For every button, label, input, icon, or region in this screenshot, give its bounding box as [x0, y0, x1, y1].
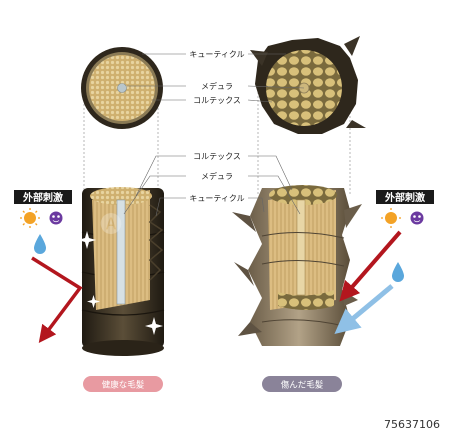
- label-cuticle-mid: キューティクル: [189, 194, 244, 203]
- label-cortex-top: コルテックス: [193, 96, 241, 105]
- middle-labels: コルテックス メデュラ キューティクル: [123, 152, 301, 217]
- blue-arrow-right: [334, 284, 394, 335]
- stock-watermark-bar: 75637106: [384, 418, 440, 431]
- shine-sparkles: [78, 231, 163, 335]
- top-labels: キューティクル メデュラ コルテックス: [127, 50, 305, 105]
- stimulus-left: 外部刺激: [14, 190, 83, 343]
- label-cortex-mid: コルテックス: [193, 152, 241, 161]
- damaged-caption-badge: 傷んだ毛髪: [262, 376, 342, 392]
- red-arrow-right: [339, 230, 402, 302]
- stimulus-right: 外部刺激: [334, 190, 434, 335]
- svg-text:🅐: 🅐: [100, 213, 122, 238]
- stimulus-tag-right-text: 外部刺激: [384, 191, 425, 204]
- healthy-caption: 健康な毛髪: [102, 380, 145, 391]
- damaged-caption: 傷んだ毛髪: [281, 380, 324, 391]
- germ-icon: [410, 211, 424, 225]
- label-medulla-top: メデュラ: [201, 81, 233, 91]
- healthy-cross-section: [81, 47, 163, 129]
- stimulus-tag-right: [376, 190, 434, 204]
- healthy-hair-shaft: 🅐: [81, 187, 165, 356]
- stimulus-tag-left: [14, 190, 72, 204]
- label-cuticle-top: キューティクル: [189, 50, 244, 59]
- label-medulla-mid: メデュラ: [201, 171, 233, 181]
- sun-icon: [381, 208, 401, 228]
- red-arrow-left: [31, 256, 83, 343]
- stimulus-tag-left-text: 外部刺激: [22, 191, 63, 204]
- germ-icon: [49, 211, 63, 225]
- stock-id: 75637106: [384, 418, 440, 431]
- sun-icon: [20, 208, 40, 228]
- water-drop-icon: [392, 262, 404, 282]
- damaged-cross-section: [250, 36, 366, 134]
- water-drop-icon: [34, 234, 46, 254]
- damaged-hair-shaft: [232, 185, 362, 346]
- healthy-caption-badge: 健康な毛髪: [83, 376, 163, 392]
